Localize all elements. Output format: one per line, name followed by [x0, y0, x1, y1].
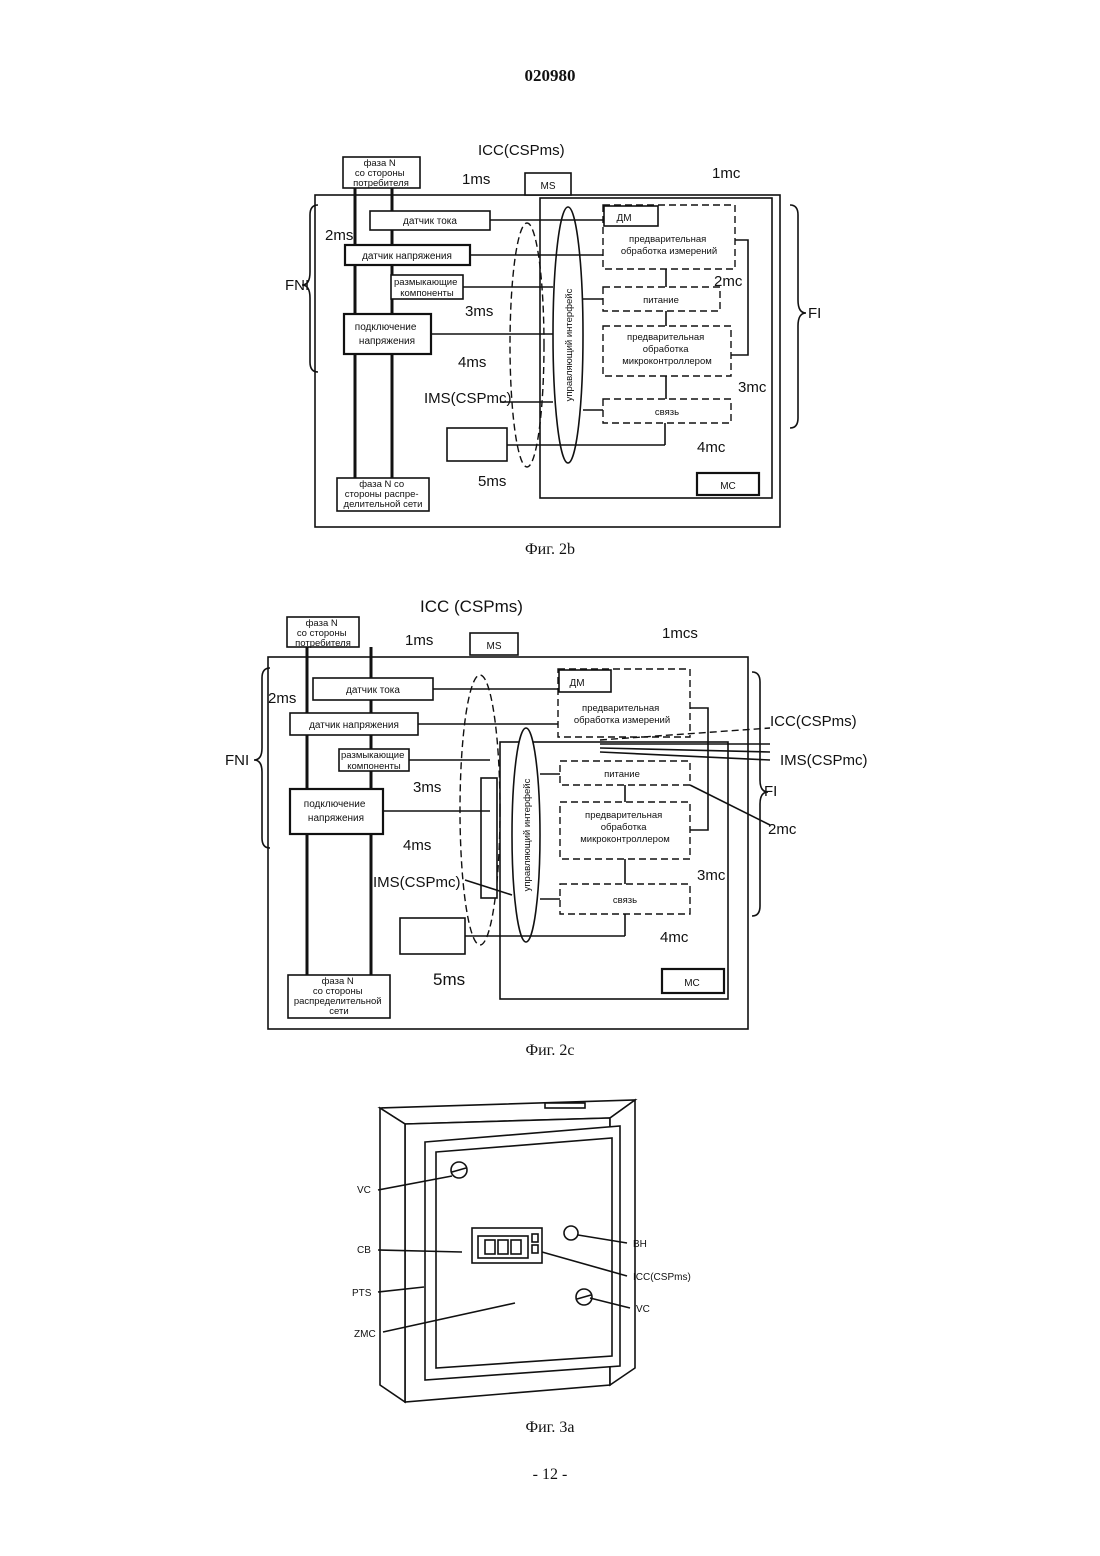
label-1ms: 1ms: [462, 171, 490, 188]
figure-2b: MS FNI FI фаза N со стороны потребителя …: [0, 135, 1100, 535]
label-1mc: 1mc: [712, 165, 741, 182]
label-ims-left: IMS(CSPmc): [373, 874, 461, 891]
label-icc: ICC(CSPms): [633, 1272, 691, 1283]
block-5ms: [400, 918, 465, 954]
label-zmc: ZMC: [354, 1329, 376, 1340]
fi-brace: [790, 205, 806, 428]
dm-box: [559, 670, 611, 692]
label-cb: CB: [357, 1245, 371, 1256]
label-4ms: 4ms: [403, 837, 431, 854]
current-sensor-label: датчик тока: [346, 685, 400, 696]
label-5ms: 5ms: [478, 473, 506, 490]
label-3mc: 3mc: [697, 867, 726, 884]
label-3ms: 3ms: [413, 779, 441, 796]
label-ims: IMS(CSPmc): [424, 390, 512, 407]
mc-label: MC: [720, 481, 736, 492]
label-pts: PTS: [352, 1288, 372, 1299]
fi-label: FI: [764, 783, 777, 800]
label-1ms: 1ms: [405, 632, 433, 649]
preproc-meas-label: предварительная обработка измерений: [621, 234, 717, 257]
fni-label: FNI: [285, 277, 309, 294]
label-2mc: 2mc: [714, 273, 743, 290]
caption-fig-3a: Фиг. 3a: [0, 1419, 1100, 1437]
label-ims-right: IMS(CSPmc): [780, 752, 868, 769]
comm-label: связь: [613, 895, 637, 906]
preproc-meas-label: предварительная обработка измерений: [574, 703, 670, 726]
power-label: питание: [604, 769, 640, 780]
label-2mc: 2mc: [768, 821, 797, 838]
fi-label: FI: [808, 305, 821, 322]
label-icc-right: ICC(CSPms): [770, 713, 857, 730]
label-3ms: 3ms: [465, 303, 493, 320]
breaking-components-label: размыкающие компоненты: [394, 277, 460, 299]
label-5ms: 5ms: [433, 970, 465, 989]
label-vc-bottom: VC: [636, 1304, 650, 1315]
ms-label: MS: [487, 641, 502, 652]
mc-label: MC: [684, 978, 700, 989]
label-4mc: 4mc: [660, 929, 689, 946]
voltage-connect-box: [290, 789, 383, 834]
voltage-sensor-label: датчик напряжения: [362, 251, 452, 262]
power-label: питание: [643, 295, 679, 306]
label-vc-top: VC: [357, 1185, 371, 1196]
interface-label: управляющий интерфейс: [564, 288, 575, 401]
breaking-components-label: размыкающие компоненты: [341, 750, 407, 772]
label-icc-top: ICC (CSPms): [420, 597, 523, 616]
label-3mc: 3mc: [738, 379, 767, 396]
dm-label: ДМ: [569, 678, 584, 689]
page-number: - 12 -: [0, 1466, 1100, 1484]
caption-fig-2b: Фиг. 2b: [0, 541, 1100, 559]
label-2ms: 2ms: [268, 690, 296, 707]
label-4mc: 4mc: [697, 439, 726, 456]
label-4ms: 4ms: [458, 354, 486, 371]
label-icc: ICC(CSPms): [478, 142, 565, 159]
figure-2c: MS FNI FI фаза N со стороны потребителя …: [0, 590, 1100, 1035]
current-sensor-label: датчик тока: [403, 216, 457, 227]
block-5ms: [447, 428, 507, 461]
interface-bar: [481, 778, 497, 898]
label-2ms: 2ms: [325, 227, 353, 244]
interface-label: управляющий интерфейс: [522, 778, 533, 891]
caption-fig-2c: Фиг. 2c: [0, 1042, 1100, 1060]
fni-label: FNI: [225, 752, 249, 769]
dm-label: ДМ: [616, 213, 631, 224]
ms-label: MS: [541, 181, 556, 192]
label-1mcs: 1mcs: [662, 625, 698, 642]
label-bh: BH: [633, 1239, 647, 1250]
figure-3a: VC CB PTS ZMC BH ICC(CSPms) VC: [0, 1090, 1100, 1410]
comm-label: связь: [655, 407, 679, 418]
voltage-connect-box: [344, 314, 431, 354]
document-number: 020980: [0, 66, 1100, 86]
voltage-sensor-label: датчик напряжения: [309, 720, 399, 731]
cabinet-drawing: [378, 1100, 635, 1402]
